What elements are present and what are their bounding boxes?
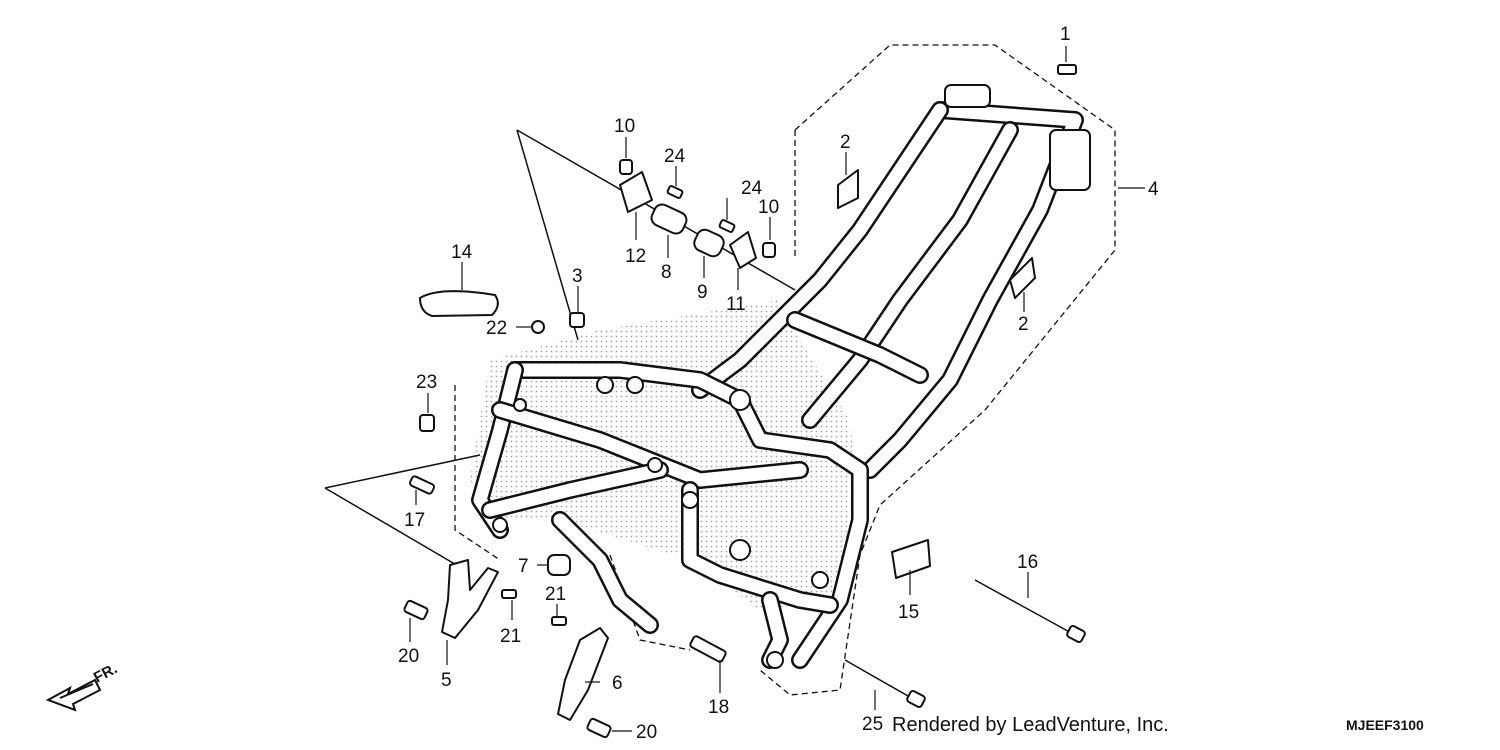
part-bracket-5 bbox=[441, 559, 499, 639]
part-nut-3 bbox=[569, 312, 585, 328]
part-nut-10-right bbox=[762, 242, 776, 258]
callout-11: 11 bbox=[726, 294, 746, 315]
callout-10-right: 10 bbox=[758, 197, 779, 218]
callout-10-left: 10 bbox=[614, 116, 635, 137]
callout-23: 23 bbox=[416, 372, 437, 393]
part-bolt-24-left bbox=[666, 185, 684, 199]
leader-lines bbox=[409, 46, 1145, 732]
callout-3: 3 bbox=[572, 266, 583, 287]
callout-8: 8 bbox=[661, 262, 672, 283]
callout-16: 16 bbox=[1017, 552, 1038, 573]
diagram-code: MJEEF3100 bbox=[1346, 717, 1424, 733]
callout-1: 1 bbox=[1060, 24, 1071, 45]
part-cover-14 bbox=[419, 290, 499, 317]
part-bolt-17 bbox=[408, 475, 436, 495]
part-nut-10-left bbox=[619, 159, 633, 175]
callout-7: 7 bbox=[518, 556, 529, 577]
part-collar-7 bbox=[547, 554, 571, 576]
front-direction-arrow-icon: FR. bbox=[45, 660, 120, 712]
part-bolt-18 bbox=[689, 635, 727, 663]
part-label-2-lower bbox=[1009, 257, 1036, 299]
callout-4: 4 bbox=[1148, 179, 1159, 200]
part-bolt-20-right bbox=[586, 717, 612, 739]
callout-20-left: 20 bbox=[398, 646, 419, 667]
callout-21-right: 21 bbox=[545, 584, 566, 605]
part-bolt-24-right bbox=[718, 219, 736, 233]
group-outline-main-frame bbox=[759, 44, 1116, 696]
callout-24-left: 24 bbox=[664, 146, 686, 167]
callout-12: 12 bbox=[625, 246, 646, 267]
part-bolt-16 bbox=[974, 579, 1086, 643]
callout-15: 15 bbox=[898, 602, 919, 623]
callout-22: 22 bbox=[486, 318, 507, 339]
callout-9: 9 bbox=[697, 282, 708, 303]
part-cover-15 bbox=[891, 539, 931, 579]
callout-5: 5 bbox=[441, 670, 452, 691]
part-collar-8 bbox=[650, 203, 688, 235]
part-nut-22 bbox=[531, 320, 545, 334]
part-collar-9 bbox=[693, 228, 725, 258]
part-nut-23 bbox=[419, 414, 435, 432]
callout-14: 14 bbox=[451, 242, 473, 263]
callout-17: 17 bbox=[404, 510, 425, 531]
part-plate-11 bbox=[729, 231, 757, 269]
callout-24-right: 24 bbox=[741, 178, 763, 199]
frame-body bbox=[471, 84, 1091, 669]
part-plate-12 bbox=[619, 171, 653, 213]
callout-2-upper: 2 bbox=[840, 132, 851, 153]
part-pin-1 bbox=[1057, 64, 1077, 75]
part-bolt-25 bbox=[844, 659, 926, 708]
callout-6: 6 bbox=[612, 673, 623, 694]
callout-2-lower: 2 bbox=[1018, 314, 1029, 335]
callout-20-right: 20 bbox=[636, 722, 657, 743]
callout-21-left: 21 bbox=[500, 626, 521, 647]
callout-25: 25 bbox=[862, 714, 883, 735]
part-label-2-upper bbox=[837, 169, 859, 209]
part-bolt-20-left bbox=[403, 599, 429, 621]
footer-credit: Rendered by LeadVenture, Inc. bbox=[892, 714, 1169, 736]
part-bolt-21-left bbox=[501, 589, 517, 599]
callout-18: 18 bbox=[708, 697, 729, 718]
part-bolt-21-right bbox=[551, 616, 567, 626]
part-bracket-6 bbox=[557, 627, 609, 721]
